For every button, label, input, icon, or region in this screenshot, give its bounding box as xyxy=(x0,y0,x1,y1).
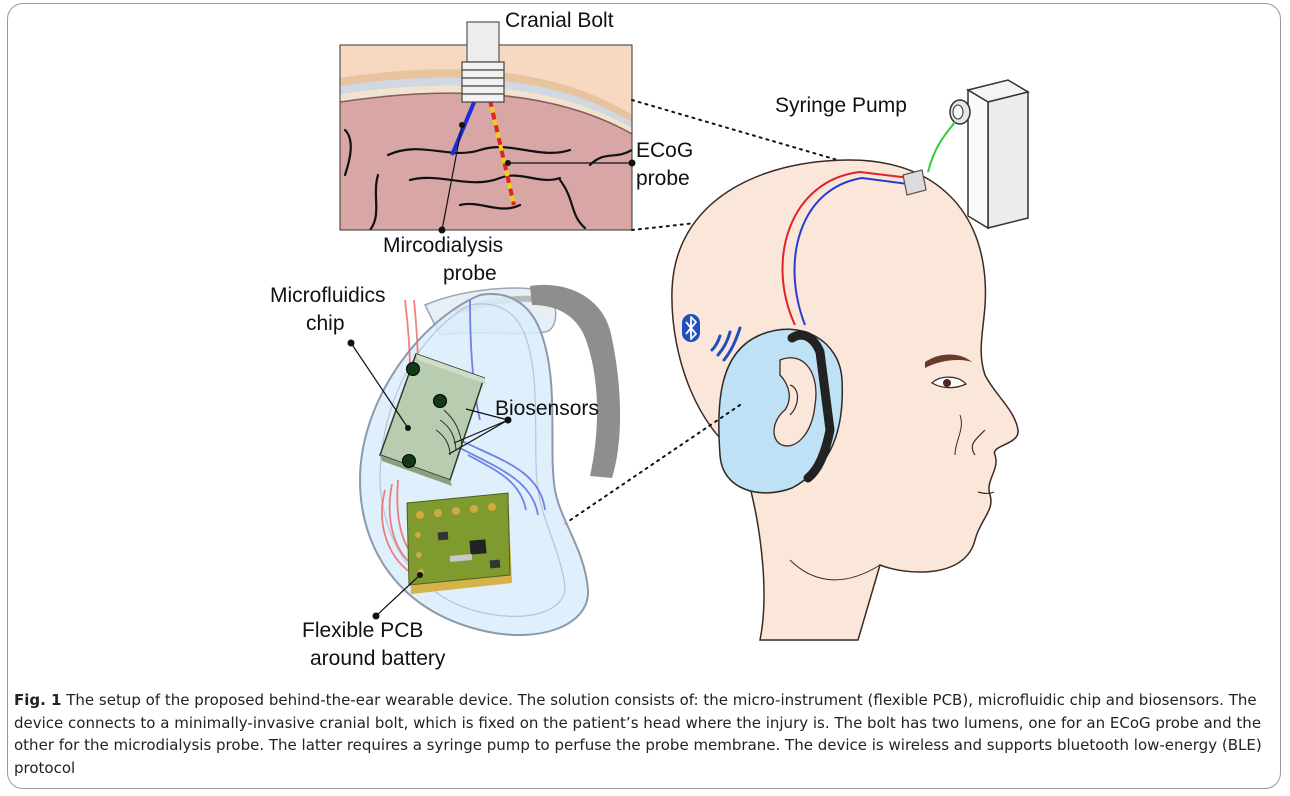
syringe-pump-label: Syringe Pump xyxy=(775,94,907,117)
syringe-pump xyxy=(950,80,1028,228)
bluetooth-icon xyxy=(682,314,700,342)
microdialysis-label-line2: probe xyxy=(443,262,497,285)
ecog-pointer-dot xyxy=(629,160,636,167)
microdialysis-pointer-dot xyxy=(439,227,446,234)
microdialysis-label-line1: Mircodialysis xyxy=(383,234,503,257)
pcb-label-line1: Flexible PCB xyxy=(302,619,423,642)
cranial-bolt-label: Cranial Bolt xyxy=(505,9,614,32)
caption-text: The setup of the proposed behind-the-ear… xyxy=(14,691,1262,777)
pcb-label-line2: around battery xyxy=(310,647,446,670)
ecog-probe-label-line1: ECoG xyxy=(636,139,693,162)
ecog-probe-label-line2: probe xyxy=(636,167,690,190)
microfluidics-label-line1: Microfluidics xyxy=(270,284,386,307)
cranial-bolt xyxy=(462,22,504,102)
figure-number: Fig. 1 xyxy=(14,691,61,709)
flexible-pcb xyxy=(407,493,512,594)
figure-caption: Fig. 1 The setup of the proposed behind-… xyxy=(14,689,1269,779)
figure-illustration: Cranial Bolt ECoG probe Mircodialysis pr… xyxy=(0,0,1290,690)
earpiece-device xyxy=(360,285,620,635)
microfluidics-label-line2: chip xyxy=(306,312,345,335)
biosensors-label: Biosensors xyxy=(495,397,599,420)
